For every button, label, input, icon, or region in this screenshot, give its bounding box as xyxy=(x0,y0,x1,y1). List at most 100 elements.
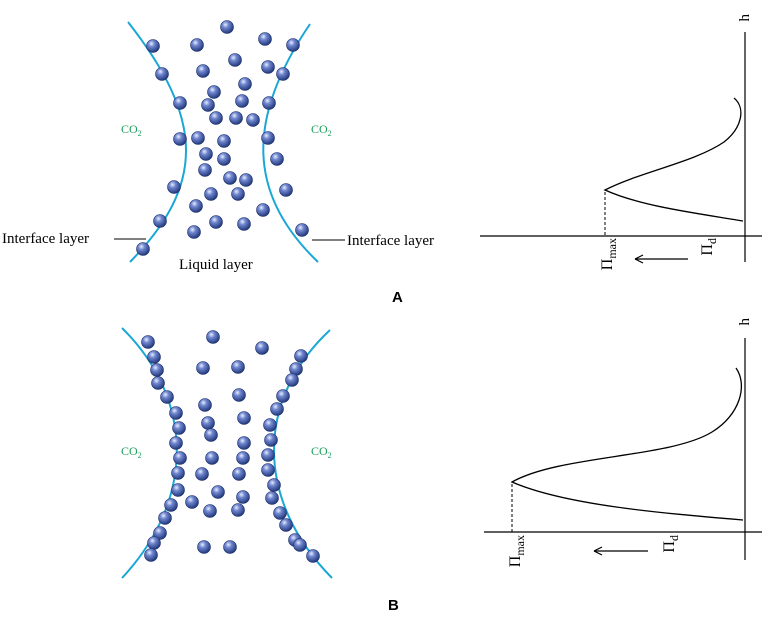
panel-a-molecule xyxy=(190,38,204,52)
panel-b-pi-d-label: Πd xyxy=(661,535,681,553)
panel-a-left-interface-curve xyxy=(127,21,187,263)
panel-a-molecule xyxy=(279,183,293,197)
panel-b-molecule xyxy=(147,350,161,364)
panel-a-right-interface-label: Interface layer xyxy=(347,233,434,249)
panel-b-molecule xyxy=(293,538,307,552)
panel-a-molecule xyxy=(146,39,160,53)
panel-a-molecule xyxy=(270,152,284,166)
panel-a-molecule xyxy=(217,152,231,166)
panel-b-molecule xyxy=(236,451,250,465)
panel-a-molecule xyxy=(173,132,187,146)
panel-b-h-label: h xyxy=(737,318,753,326)
panel-b-molecule xyxy=(264,433,278,447)
panel-a-tag: A xyxy=(392,289,403,306)
panel-b-co2-right: CO2 xyxy=(311,444,332,460)
panel-b-molecule xyxy=(263,418,277,432)
panel-a-arrowhead xyxy=(634,254,644,264)
panel-b-molecule xyxy=(171,466,185,480)
panel-b-molecule xyxy=(171,483,185,497)
panel-b: CO2 CO2 h Πmax Πd B xyxy=(121,318,762,614)
panel-b-arrowhead xyxy=(593,546,603,556)
panel-a-molecule xyxy=(136,242,150,256)
panel-a-molecule xyxy=(209,111,223,125)
panel-b-molecule xyxy=(270,402,284,416)
panel-b-molecule xyxy=(151,376,165,390)
panel-b-molecule xyxy=(197,540,211,554)
panel-a-molecule xyxy=(261,60,275,74)
panel-a-molecule xyxy=(223,171,237,185)
panel-a-molecule xyxy=(201,98,215,112)
panel-b-molecule xyxy=(198,398,212,412)
panel-b-molecule xyxy=(204,428,218,442)
panel-a-molecules xyxy=(136,20,309,256)
panel-a-molecule xyxy=(167,180,181,194)
panel-a-liquid-layer-label: Liquid layer xyxy=(179,257,253,273)
panel-b-left-interface-curve xyxy=(121,327,178,579)
panel-b-molecule xyxy=(211,485,225,499)
panel-a-graph: h Πmax Πd xyxy=(480,14,762,270)
panel-b-molecule xyxy=(147,536,161,550)
panel-a-pi-max-label: Πmax xyxy=(599,238,619,270)
panel-b-molecule xyxy=(285,373,299,387)
panel-a-molecule xyxy=(235,94,249,108)
panel-b-molecule xyxy=(153,526,167,540)
panel-a-molecule xyxy=(153,214,167,228)
panel-b-graph: h Πmax Πd xyxy=(484,318,762,567)
panel-b-molecule xyxy=(294,349,308,363)
panel-a-molecule xyxy=(238,77,252,91)
panel-a-molecule xyxy=(155,67,169,81)
panel-b-molecule xyxy=(306,549,320,563)
panel-a-molecule xyxy=(261,131,275,145)
panel-b-molecule xyxy=(279,518,293,532)
panel-b-molecule xyxy=(205,451,219,465)
panel-b-molecule xyxy=(158,511,172,525)
panel-b-molecule xyxy=(265,491,279,505)
panel-a-pi-d-label: Πd xyxy=(699,238,719,256)
panel-a-molecule xyxy=(229,111,243,125)
panel-b-molecule xyxy=(232,467,246,481)
panel-a-right-interface-curve xyxy=(262,23,319,263)
panel-a-molecule xyxy=(209,215,223,229)
panel-a-h-label: h xyxy=(737,14,753,22)
panel-b-pi-max-label: Πmax xyxy=(507,535,527,567)
panel-a-molecule xyxy=(173,96,187,110)
panel-a-molecule xyxy=(228,53,242,67)
panel-b-pressure-curve xyxy=(510,367,744,521)
panel-b-co2-left: CO2 xyxy=(121,444,142,460)
panel-b-molecule xyxy=(201,416,215,430)
panel-a-molecule xyxy=(187,225,201,239)
panel-a-molecule xyxy=(199,147,213,161)
panel-b-molecule xyxy=(206,330,220,344)
panel-b-molecule xyxy=(169,436,183,450)
panel-b-molecule xyxy=(255,341,269,355)
panel-a-molecule xyxy=(237,217,251,231)
panel-b-molecule xyxy=(195,467,209,481)
panel-a-pressure-curve xyxy=(603,97,744,222)
panel-a-left-interface-label: Interface layer xyxy=(2,231,89,247)
panel-a-molecule xyxy=(204,187,218,201)
panel-a-molecule xyxy=(246,113,260,127)
panel-a-molecule xyxy=(239,173,253,187)
panel-b-molecule xyxy=(185,495,199,509)
panel-a-molecule xyxy=(217,134,231,148)
panel-b-molecule xyxy=(160,390,174,404)
panel-a-co2-right: CO2 xyxy=(311,122,332,138)
panel-b-molecule xyxy=(196,361,210,375)
panel-a-molecule xyxy=(207,85,221,99)
panel-b-molecule xyxy=(169,406,183,420)
panel-a-molecule xyxy=(256,203,270,217)
panel-a-molecule xyxy=(220,20,234,34)
panel-b-tag: B xyxy=(388,597,399,614)
panel-a-molecule xyxy=(231,187,245,201)
panel-a-molecule xyxy=(258,32,272,46)
panel-a: CO2 CO2 Interface layer Interface layer … xyxy=(2,14,762,306)
panel-a-molecule xyxy=(276,67,290,81)
panel-b-molecule xyxy=(237,436,251,450)
panel-a-molecule xyxy=(262,96,276,110)
panel-b-molecule xyxy=(203,504,217,518)
panel-b-molecule xyxy=(144,548,158,562)
panel-b-molecule xyxy=(267,478,281,492)
panel-a-molecule xyxy=(189,199,203,213)
